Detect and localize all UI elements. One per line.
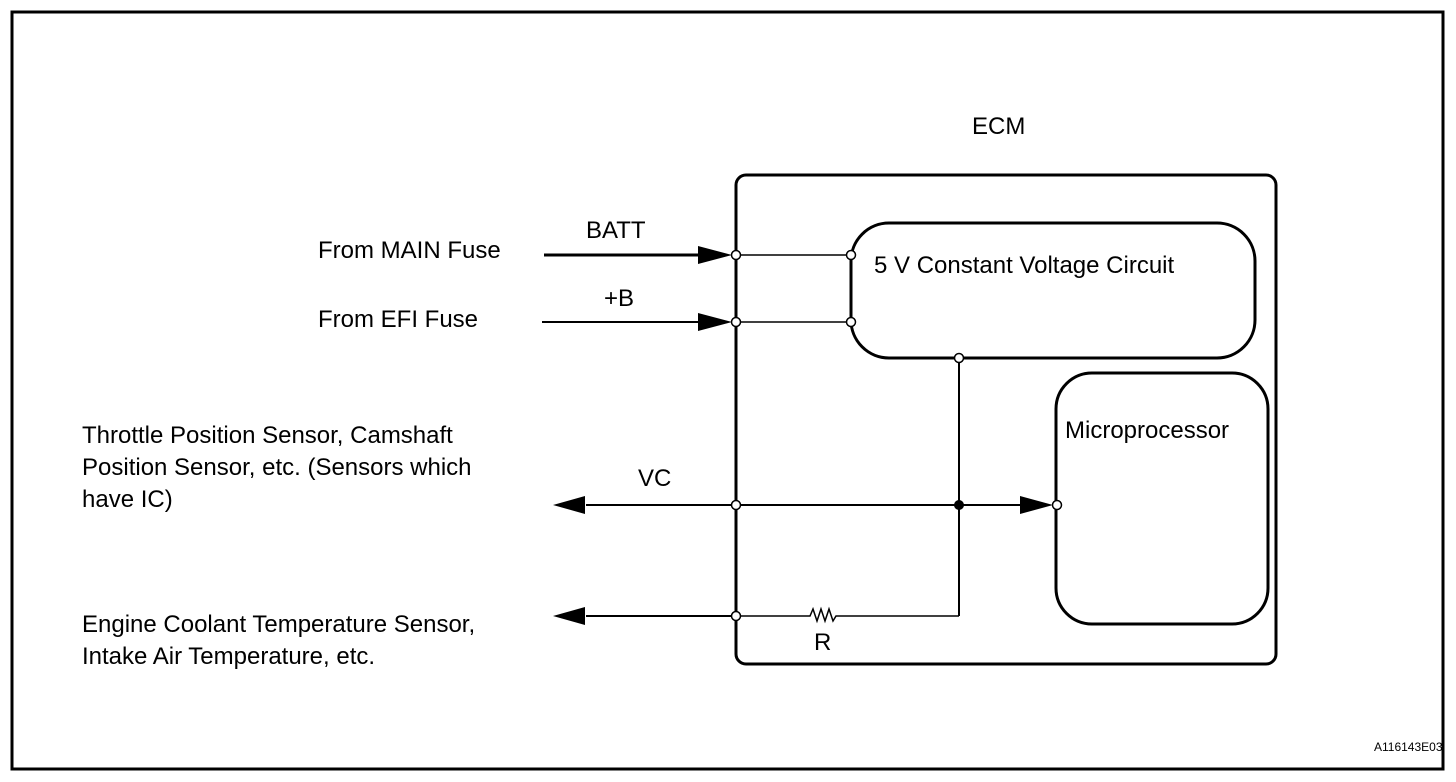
terminal-microprocessor-vc [1051,499,1063,511]
ecm-label: ECM [972,113,1025,140]
terminal-plus-b-ecm [730,316,742,328]
resistor-icon [736,606,959,624]
terminal-plus-b-cvc [845,316,857,328]
constant-voltage-circuit-label: 5 V Constant Voltage Circuit [874,252,1174,279]
figure-id: A116143E03 [1374,740,1443,754]
vc-micro-arrow-icon [1020,496,1053,514]
microprocessor-label: Microprocessor [1065,417,1229,444]
efi-fuse-label: From EFI Fuse [318,306,478,333]
plus-b-arrow-icon [698,313,732,331]
vc-signal-label: VC [638,465,671,492]
r-out-arrow-icon [553,607,585,625]
ic-sensors-label-line-3: have IC) [82,486,173,513]
terminal-vc-ecm [730,499,742,511]
temp-sensors-label-line-2: Intake Air Temperature, etc. [82,643,375,670]
vc-junction-dot [954,500,964,510]
resistor-label: R [814,629,831,656]
terminal-r-ecm [730,610,742,622]
temp-sensors-label-line-1: Engine Coolant Temperature Sensor, [82,611,475,638]
outer-frame [10,10,1445,771]
microprocessor-box [1054,371,1270,626]
main-fuse-label: From MAIN Fuse [318,237,501,264]
terminal-batt-cvc [845,249,857,261]
ic-sensors-label-line-1: Throttle Position Sensor, Camshaft [82,422,453,449]
terminal-batt-ecm [730,249,742,261]
constant-voltage-circuit-box [849,221,1257,360]
batt-arrow-icon [698,246,732,264]
vc-out-arrow-icon [553,496,585,514]
ic-sensors-label-line-2: Position Sensor, etc. (Sensors which [82,454,472,481]
batt-signal-label: BATT [586,217,646,244]
terminal-cvc-output [953,352,965,364]
plus-b-signal-label: +B [604,285,634,312]
ecm-box [734,173,1278,666]
